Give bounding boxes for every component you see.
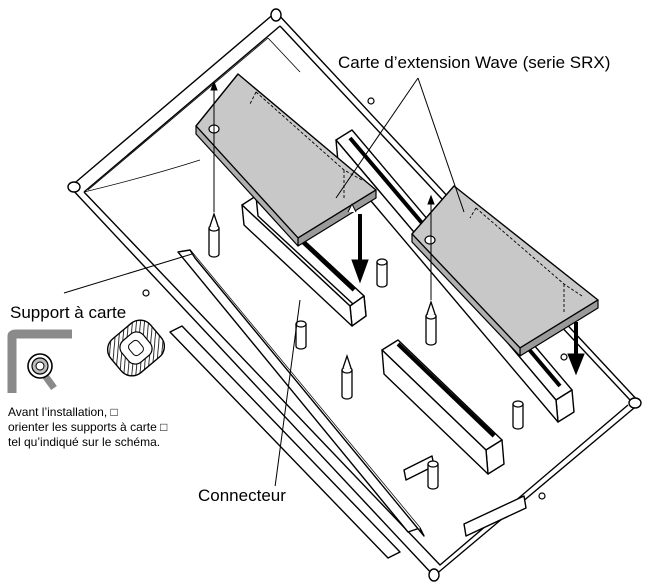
bottom-slot xyxy=(403,455,527,537)
tray-corner-feet xyxy=(67,8,642,582)
orientation-note: Avant l’installation, □ orienter les sup… xyxy=(8,405,167,450)
card-support-pins xyxy=(208,211,437,400)
post xyxy=(427,460,439,490)
mounting-posts xyxy=(295,258,524,490)
support-pin xyxy=(208,211,220,258)
left-rail xyxy=(169,249,425,559)
support-pin xyxy=(425,299,437,346)
connector-label: Connecteur xyxy=(196,486,288,506)
floor-screw-holes xyxy=(142,97,568,500)
wave-card-b xyxy=(411,185,599,357)
post xyxy=(295,320,307,350)
orientation-note-line-1: Avant l’installation, □ xyxy=(8,405,118,419)
alignment-arrows xyxy=(210,80,435,300)
post xyxy=(376,258,388,288)
connector-2 xyxy=(381,339,505,475)
leader-lines xyxy=(63,77,465,488)
card-label: Carte d’extension Wave (serie SRX) xyxy=(336,53,613,73)
post xyxy=(512,400,524,430)
wave-card-a xyxy=(195,73,377,247)
insertion-arrows xyxy=(351,214,585,376)
card-support-label: Support à carte xyxy=(8,303,129,323)
orientation-note-line-3: tel qu’indiqué sur le schéma. xyxy=(8,435,161,449)
support-pin xyxy=(341,353,353,400)
orientation-note-line-2: orienter les supports à carte □ xyxy=(8,420,168,434)
inset-orientation xyxy=(7,319,166,393)
